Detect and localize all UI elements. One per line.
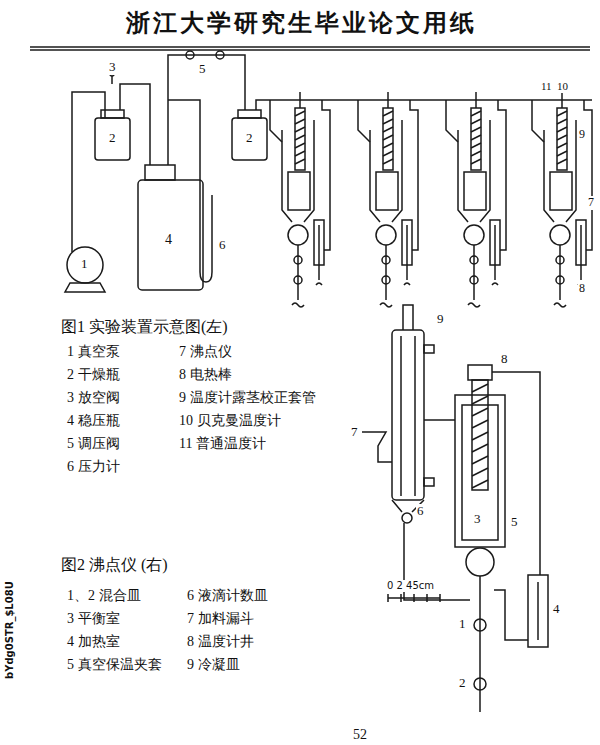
callout-number: 8: [500, 352, 509, 367]
callout-number: 3: [108, 60, 117, 75]
vapor-lift-tube: [492, 372, 540, 575]
pipe: [120, 84, 150, 165]
manometer: [168, 100, 212, 282]
callout-number: 2: [245, 131, 254, 146]
figure-caption: 图1 实验装置示意图(左): [60, 318, 229, 336]
key-item: 7 加料漏斗: [186, 611, 255, 627]
manifold: [256, 100, 592, 110]
key-item: 8 电热棒: [178, 367, 233, 383]
key-item: 3 平衡室: [66, 611, 121, 627]
drying-bottle: [95, 118, 130, 160]
callout-number: 11: [540, 80, 553, 93]
scale-label: 0 2 45cm: [386, 580, 435, 592]
callout-number: 2: [108, 131, 117, 146]
pipe: [168, 55, 245, 165]
key-item: 8 温度计井: [186, 634, 255, 650]
callout-number: 5: [510, 515, 519, 530]
key-item: 1 真空泵: [66, 344, 121, 360]
bottle-neck: [145, 165, 175, 180]
heater-return: [494, 590, 528, 640]
callout-number: 1: [80, 257, 89, 272]
heater-rod: [537, 582, 539, 640]
coolant-port: [424, 345, 434, 353]
side-watermark: bYdg0STR_$L08U: [4, 580, 16, 680]
stopcock: [474, 619, 486, 631]
key-item: 11 普通温度计: [178, 436, 267, 452]
drain-tube: [479, 576, 481, 712]
key-item: 10 贝克曼温度计: [178, 413, 282, 429]
page-number: 52: [352, 727, 368, 743]
page-header: 浙江大学研究生毕业论文用纸: [0, 10, 600, 38]
key-item: 5 调压阀: [66, 436, 121, 452]
key-item: 1、2 混合皿: [66, 588, 142, 604]
callout-number: 9: [578, 128, 586, 142]
callout-number: 7: [587, 196, 595, 210]
drop-counter: [402, 513, 412, 523]
callout-number: 9: [436, 312, 445, 327]
drying-bottle: [232, 118, 267, 160]
vapor-tube: [424, 419, 455, 421]
callout-number: 4: [164, 232, 173, 248]
key-item: 9 温度计露茎校正套管: [178, 390, 317, 406]
vent-valve: [111, 76, 113, 84]
pipe: [72, 92, 105, 252]
heating-chamber: [528, 575, 548, 647]
callout-number: 4: [552, 602, 561, 617]
header-rule: [30, 46, 590, 48]
key-item: 4 稳压瓶: [66, 413, 121, 429]
header-rule: [30, 49, 590, 51]
boiling-apparatus: [446, 92, 506, 307]
regulating-valve: [186, 51, 194, 59]
coolant-port: [424, 478, 434, 486]
vacuum-jacket: [455, 395, 505, 547]
buffer-bottle: [138, 180, 203, 290]
pump-base: [65, 283, 105, 292]
regulating-valve: [216, 51, 224, 59]
feed-funnel: [362, 432, 392, 462]
callout-number: 8: [578, 282, 586, 296]
key-item: 6 液滴计数皿: [186, 588, 269, 604]
condenser-tube: [414, 336, 416, 496]
key-item: 2 干燥瓶: [66, 367, 121, 383]
figure-caption: 图2 沸点仪 (右): [60, 556, 169, 574]
thermometer-well: [472, 380, 488, 490]
condenser: [392, 330, 424, 500]
callout-number: 7: [350, 425, 359, 440]
bottle-neck: [238, 110, 261, 118]
key-item: 4 加热室: [66, 634, 121, 650]
condenser-tube: [400, 336, 402, 496]
well-hatch: [472, 384, 488, 488]
key-item: 6 压力计: [66, 459, 121, 475]
callout-number: 2: [458, 676, 467, 691]
condenser-top: [403, 305, 413, 330]
key-item: 5 真空保温夹套: [66, 657, 163, 673]
key-item: 7 沸点仪: [178, 344, 233, 360]
key-item: 3 放空阀: [66, 390, 121, 406]
callout-number: 6: [218, 238, 227, 253]
well-cap: [468, 365, 492, 380]
vacuum-pump: [67, 247, 103, 283]
callout-number: 6: [416, 504, 425, 519]
boiling-apparatus: [270, 92, 330, 307]
boiling-apparatus: [358, 92, 418, 307]
mixing-bulb: [466, 548, 494, 576]
stopcock: [474, 678, 486, 690]
boiling-apparatus: [532, 92, 592, 307]
callout-number: 3: [473, 512, 482, 527]
scale-bar: [388, 594, 440, 602]
key-item: 9 冷凝皿: [186, 657, 241, 673]
callout-number: 1: [458, 617, 467, 632]
bottle-neck: [101, 110, 124, 118]
callout-number: 10: [556, 80, 569, 93]
callout-number: 5: [198, 62, 207, 77]
